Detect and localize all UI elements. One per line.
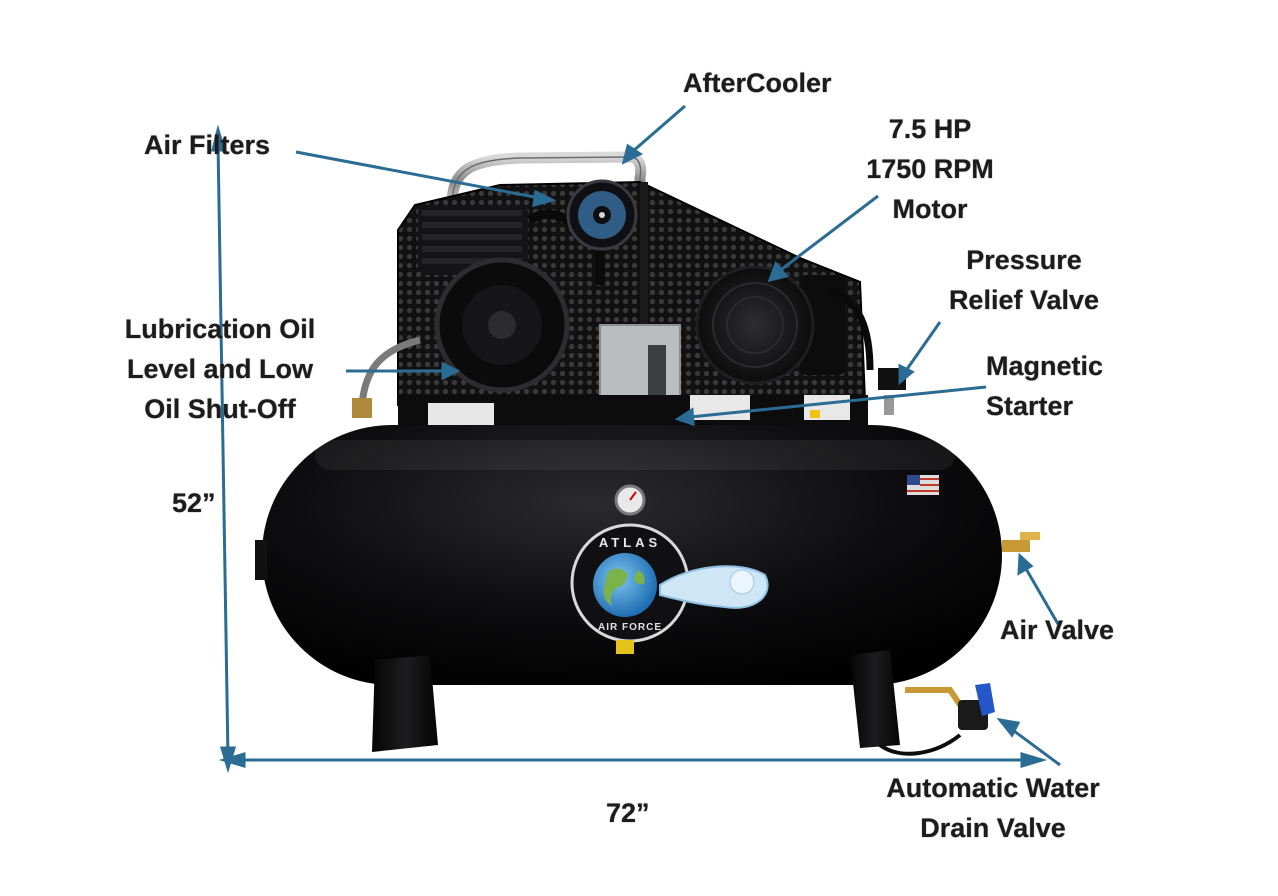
pump-head xyxy=(418,205,605,393)
pointer-magnetic-starter xyxy=(689,385,987,419)
label-aftercooler: AfterCooler xyxy=(683,68,832,98)
dimension-width: 72” xyxy=(606,798,650,828)
pointer-lines xyxy=(295,104,1061,767)
pointer-air-valve xyxy=(1023,566,1060,625)
usa-flag-decal xyxy=(907,475,939,495)
tank-legs xyxy=(372,650,900,752)
label-automatic-water-drain-valve: Automatic Water Drain Valve xyxy=(886,773,1100,843)
pointer-aftercooler xyxy=(631,104,686,154)
label-motor: 7.5 HP 1750 RPM Motor xyxy=(866,114,994,224)
pressure-gauge xyxy=(614,484,646,516)
dimension-lines xyxy=(211,124,1048,774)
label-magnetic-starter: Magnetic Starter xyxy=(986,351,1104,421)
automatic-drain-valve xyxy=(878,683,995,756)
aftercooler-pipe xyxy=(446,151,647,211)
label-air-valve: Air Valve xyxy=(1000,615,1115,645)
motor xyxy=(695,265,874,385)
air-valve xyxy=(1002,532,1040,552)
oil-hose xyxy=(358,336,421,406)
label-air-filters: Air Filters xyxy=(144,130,271,160)
label-pressure-relief-valve: Pressure Relief Valve xyxy=(948,245,1100,315)
dimension-height: 52” xyxy=(172,488,216,518)
drain-fitting xyxy=(352,398,372,418)
pointer-air-filters xyxy=(295,150,541,200)
pointer-drain-valve xyxy=(1009,726,1061,767)
tank-decal xyxy=(616,640,634,654)
air-filter xyxy=(566,179,638,251)
logo-wordmark: ATLAS xyxy=(599,535,661,550)
logo-subtext: AIR FORCE xyxy=(598,622,662,633)
pointer-pressure-relief xyxy=(903,321,942,373)
pointer-motor xyxy=(777,194,879,274)
atlas-logo: ATLAS AIR FORCE xyxy=(570,523,769,643)
label-lubrication-oil: Lubrication Oil Level and Low Oil Shut-O… xyxy=(124,314,316,424)
